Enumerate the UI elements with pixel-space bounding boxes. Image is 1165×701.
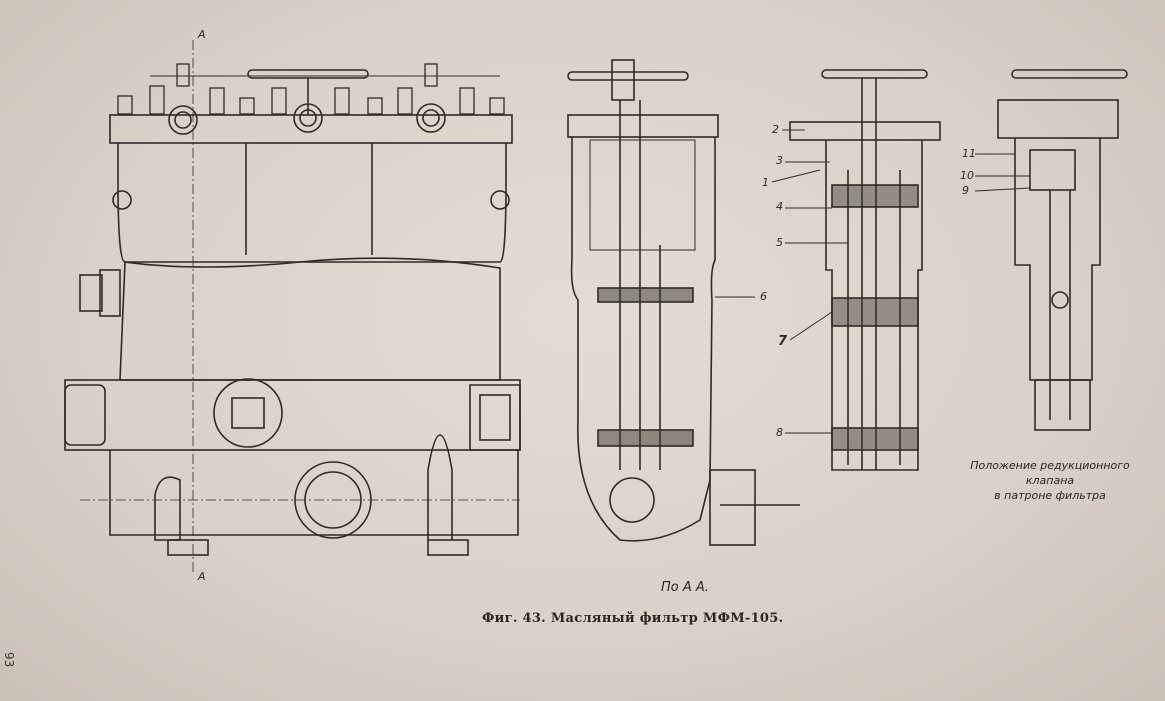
leader-lines	[771, 129, 1031, 434]
callout-3: 3	[776, 154, 783, 167]
callout-11: 11	[962, 147, 976, 160]
callout-6: 6	[760, 290, 767, 303]
section-marker-top: A	[198, 28, 206, 41]
page-number: 93	[2, 652, 16, 668]
callout-9: 9	[962, 184, 969, 197]
figure-caption: Фиг. 43. Масляный фильтр МФМ-105.	[482, 611, 784, 626]
inset-note-line2: в патроне фильтра	[994, 489, 1106, 502]
section-a-a-view	[567, 59, 800, 546]
callout-1: 1	[762, 176, 769, 189]
callout-8: 8	[776, 426, 783, 439]
callout-10: 10	[960, 169, 974, 182]
section-label: По А А.	[661, 580, 709, 595]
inset-note: Положение редукционного клапана в патрон…	[950, 458, 1150, 503]
callout-2: 2	[772, 123, 779, 136]
callout-7: 7	[778, 334, 788, 349]
front-view	[64, 40, 521, 575]
callout-4: 4	[776, 200, 783, 213]
reduction-valve-inset	[997, 69, 1128, 431]
section-marker-bottom: A	[198, 570, 206, 583]
inset-note-line1: Положение редукционного клапана	[970, 459, 1130, 487]
callout-5: 5	[776, 236, 783, 249]
filter-cartridge-view	[789, 69, 941, 471]
